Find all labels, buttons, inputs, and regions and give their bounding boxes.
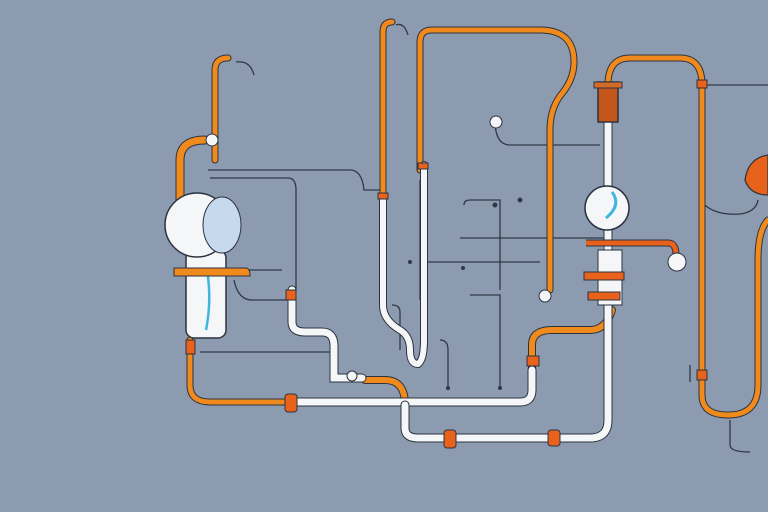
tank-window xyxy=(202,196,242,254)
orange-pipe xyxy=(417,27,577,293)
coupling xyxy=(443,429,457,449)
left-tank xyxy=(164,192,251,339)
coupling xyxy=(285,289,297,301)
wire xyxy=(235,61,255,76)
wire xyxy=(439,339,449,388)
valve-knob xyxy=(489,115,503,129)
wire xyxy=(729,420,751,453)
small-valves xyxy=(205,115,552,382)
coupling xyxy=(526,355,540,367)
terminal xyxy=(446,386,450,390)
wire xyxy=(210,177,297,290)
wire xyxy=(391,304,401,350)
terminal xyxy=(517,197,523,203)
tank-neck xyxy=(603,119,613,191)
wire xyxy=(699,199,759,215)
orange-pipe xyxy=(187,337,293,405)
tank-bulb xyxy=(584,185,630,231)
coupling xyxy=(417,162,429,170)
orange-pipe xyxy=(380,19,395,198)
coupling xyxy=(377,192,389,200)
gauge xyxy=(667,252,687,272)
coupling xyxy=(696,369,708,381)
wire xyxy=(463,199,501,290)
right-fixture xyxy=(744,154,768,196)
coupling xyxy=(284,393,298,413)
wire xyxy=(470,294,501,388)
valve-body xyxy=(593,81,623,123)
coupling xyxy=(185,339,196,355)
white-pipe xyxy=(380,162,427,368)
orange-pipe xyxy=(212,55,231,163)
wire xyxy=(395,23,409,36)
orange-pipe xyxy=(605,55,768,418)
pipe-fittings xyxy=(185,79,708,449)
water-stream xyxy=(605,191,618,220)
white-pipe xyxy=(288,286,366,382)
tank-flange xyxy=(173,267,251,277)
terminal xyxy=(492,202,498,208)
valve-knob xyxy=(346,370,358,382)
tank-band xyxy=(583,271,625,281)
coupling xyxy=(696,79,708,89)
terminal xyxy=(461,266,465,270)
lower-white-pipe xyxy=(401,136,612,442)
wire xyxy=(208,169,384,191)
terminal xyxy=(408,260,412,264)
valve-knob xyxy=(205,133,219,147)
wire-terminals xyxy=(408,197,523,390)
main-white-pipe xyxy=(288,366,536,406)
white-pipes xyxy=(287,135,613,443)
orange-pipe xyxy=(176,136,209,214)
coupling xyxy=(547,429,561,447)
valve-knob xyxy=(538,289,552,303)
tank-band xyxy=(587,291,621,301)
wire xyxy=(233,279,290,301)
terminal xyxy=(498,386,502,390)
